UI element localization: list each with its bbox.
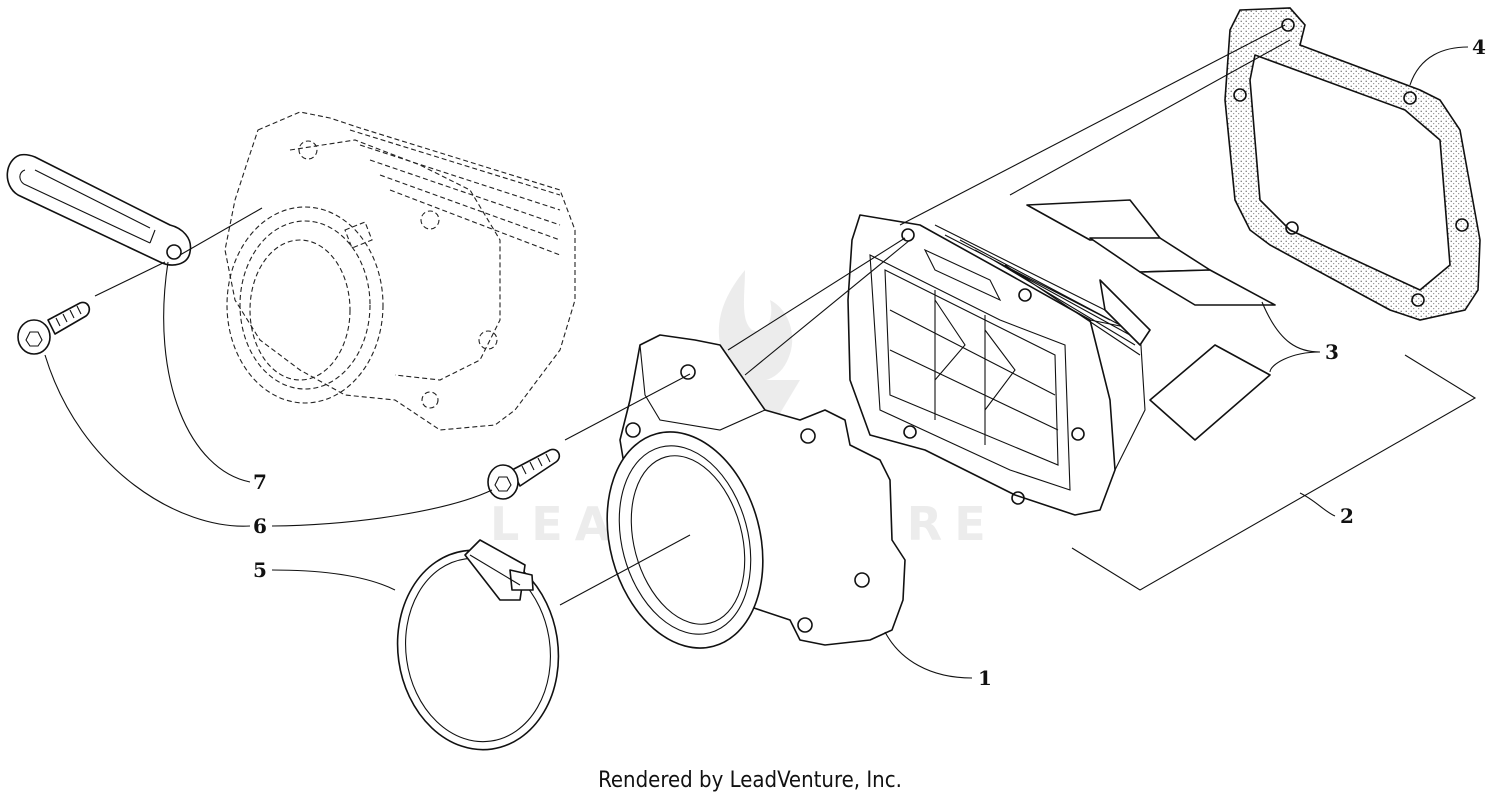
lower-bolt bbox=[487, 448, 561, 500]
callout-labels: 1 2 3 4 5 6 7 bbox=[253, 35, 1486, 690]
leader-lines bbox=[44, 24, 1477, 679]
leader-6b bbox=[271, 489, 493, 527]
leader-2-box bbox=[1071, 354, 1477, 591]
bracket-strap bbox=[6, 153, 192, 266]
leader-5 bbox=[271, 569, 396, 591]
hose-clamp bbox=[396, 539, 560, 751]
cylinder-reference bbox=[224, 111, 576, 431]
gasket bbox=[1224, 7, 1481, 321]
upper-bolt bbox=[17, 301, 91, 355]
leader-4 bbox=[1409, 46, 1469, 86]
reed-cage bbox=[847, 214, 1146, 516]
leader-3b bbox=[1269, 351, 1321, 373]
callout-3: 3 bbox=[1325, 340, 1339, 364]
callout-2: 2 bbox=[1340, 504, 1354, 528]
reed-petals bbox=[1026, 199, 1276, 441]
render-credit: Rendered by LeadVenture, Inc. bbox=[598, 768, 902, 793]
callout-1: 1 bbox=[978, 666, 992, 690]
leader-7 bbox=[163, 261, 251, 483]
leader-1 bbox=[884, 631, 973, 679]
leader-6a bbox=[44, 354, 251, 527]
leader-3a bbox=[1261, 301, 1321, 353]
callout-5: 5 bbox=[253, 558, 267, 582]
callout-6: 6 bbox=[253, 514, 267, 538]
callout-7: 7 bbox=[253, 470, 267, 494]
callout-4: 4 bbox=[1472, 35, 1486, 59]
intake-boot bbox=[606, 334, 906, 649]
leader-2 bbox=[1299, 492, 1336, 517]
